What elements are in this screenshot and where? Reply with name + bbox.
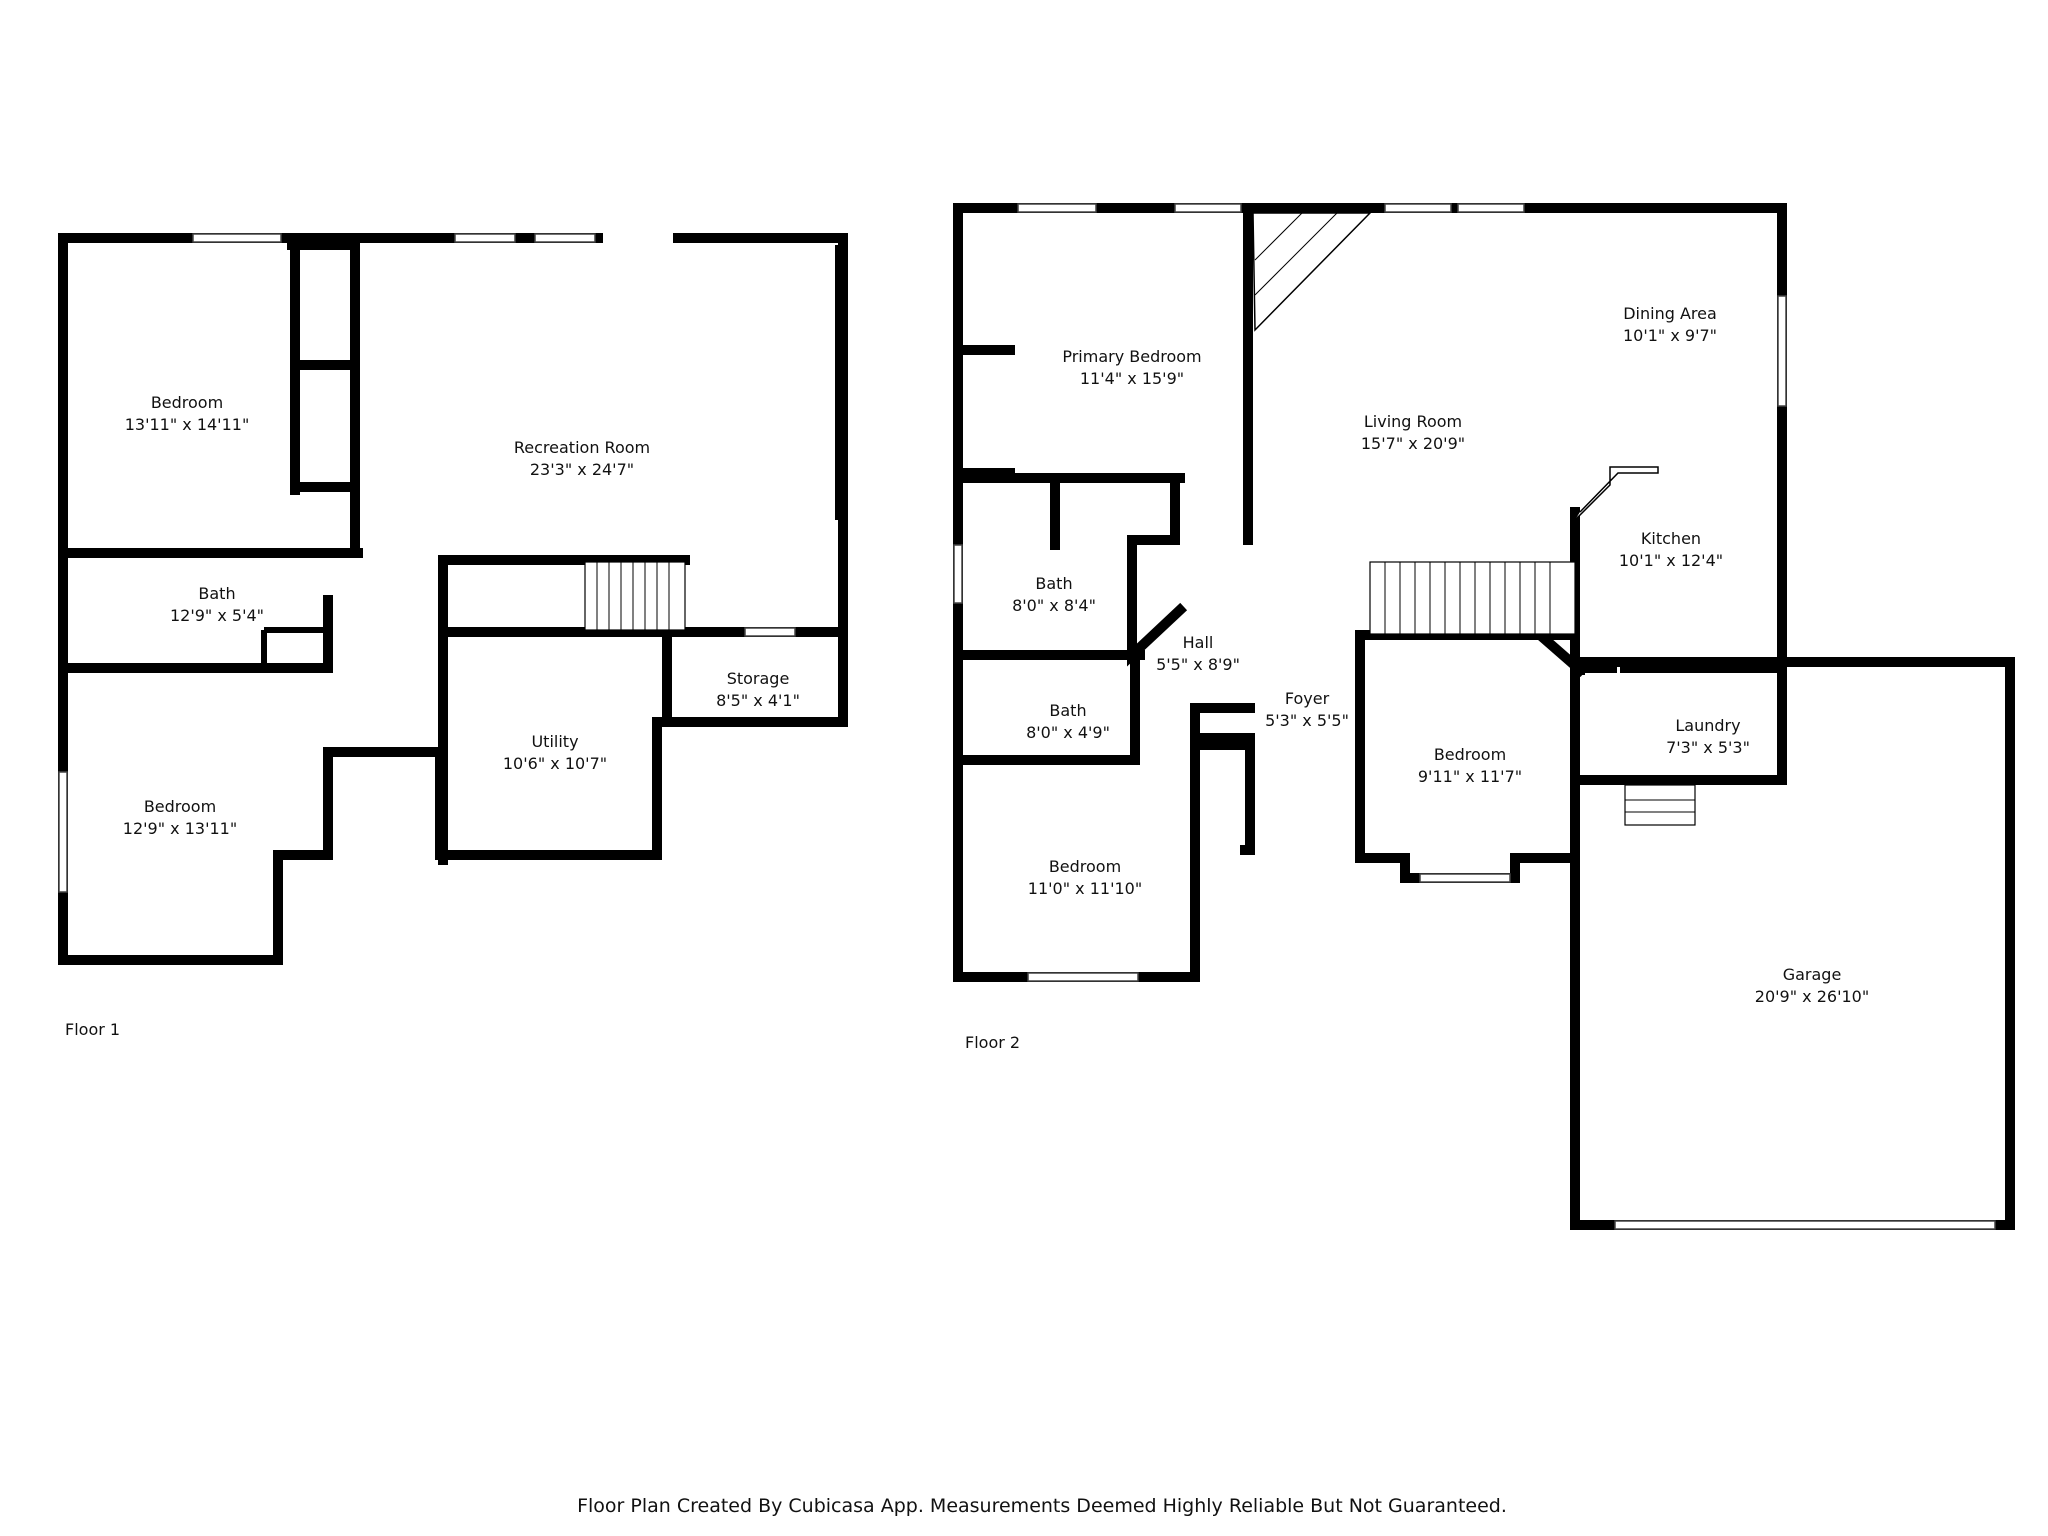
floor-2-wall xyxy=(1135,473,1180,545)
room-name: Bath xyxy=(1035,574,1072,593)
room-dimensions: 8'5" x 4'1" xyxy=(716,691,800,710)
garage-door xyxy=(1614,1220,1996,1230)
footer-note: Floor Plan Created By Cubicasa App. Meas… xyxy=(577,1495,1507,1517)
room-dimensions: 13'11" x 14'11" xyxy=(125,415,250,434)
room-name: Primary Bedroom xyxy=(1062,347,1201,366)
room-dimensions: 20'9" x 26'10" xyxy=(1755,987,1869,1006)
room-dimensions: 11'4" x 15'9" xyxy=(1080,369,1184,388)
window xyxy=(58,771,68,893)
room-name: Bedroom xyxy=(144,797,216,816)
floor-1-stairs xyxy=(584,561,686,631)
room-dimensions: 12'9" x 13'11" xyxy=(123,819,237,838)
room-dimensions: 9'11" x 11'7" xyxy=(1418,767,1522,786)
floor-label: Floor 1 xyxy=(65,1020,120,1039)
window xyxy=(1777,295,1787,407)
floor-label: Floor 2 xyxy=(965,1033,1020,1052)
window xyxy=(1457,203,1525,213)
room-name: Living Room xyxy=(1364,412,1462,431)
floor-2-wall xyxy=(1532,627,1588,678)
floor-1-plan: Bedroom 13'11" x 14'11" Recreation Room … xyxy=(58,233,848,1039)
floor-2-plan: Primary Bedroom 11'4" x 15'9" Living Roo… xyxy=(953,203,2015,1230)
room-name: Foyer xyxy=(1285,689,1330,708)
floor-2-wall xyxy=(1127,535,1188,667)
room-dimensions: 7'3" x 5'3" xyxy=(1666,738,1750,757)
room-name: Bedroom xyxy=(151,393,223,412)
room-name: Kitchen xyxy=(1641,529,1701,548)
window xyxy=(1384,203,1452,213)
window xyxy=(953,544,963,604)
fireplace xyxy=(1252,212,1372,332)
floor-2-wall xyxy=(1575,663,1617,675)
window xyxy=(744,627,796,637)
room-dimensions: 5'5" x 8'9" xyxy=(1156,655,1240,674)
room-name: Bedroom xyxy=(1434,745,1506,764)
room-dimensions: 8'0" x 4'9" xyxy=(1026,723,1110,742)
room-dimensions: 8'0" x 8'4" xyxy=(1012,596,1096,615)
floor-2-stairs xyxy=(1369,561,1696,826)
floor-2-outer-wall xyxy=(1570,657,2015,1230)
room-name: Bedroom xyxy=(1049,857,1121,876)
room-dimensions: 11'0" x 11'10" xyxy=(1028,879,1142,898)
floor-2-outer-wall xyxy=(1570,657,1787,785)
room-name: Bath xyxy=(198,584,235,603)
floor-1-outer-wall xyxy=(58,233,848,965)
window xyxy=(454,233,516,243)
room-dimensions: 23'3" x 24'7" xyxy=(530,460,634,479)
room-name: Utility xyxy=(531,732,578,751)
floor-1-wall xyxy=(261,627,331,671)
room-name: Hall xyxy=(1183,633,1214,652)
room-dimensions: 10'1" x 12'4" xyxy=(1619,551,1723,570)
window xyxy=(1017,203,1097,213)
room-dimensions: 12'9" x 5'4" xyxy=(170,606,264,625)
room-name: Storage xyxy=(727,669,790,688)
room-name: Laundry xyxy=(1675,716,1740,735)
room-name: Recreation Room xyxy=(514,438,650,457)
window xyxy=(192,233,282,243)
room-dimensions: 10'6" x 10'7" xyxy=(503,754,607,773)
window xyxy=(1027,972,1139,982)
kitchen-counter xyxy=(1574,466,1659,521)
room-dimensions: 10'1" x 9'7" xyxy=(1623,326,1717,345)
room-name: Dining Area xyxy=(1623,304,1717,323)
window xyxy=(1419,873,1511,883)
room-dimensions: 5'3" x 5'5" xyxy=(1265,711,1349,730)
room-name: Bath xyxy=(1049,701,1086,720)
room-name: Garage xyxy=(1783,965,1842,984)
floor-2-outer-wall xyxy=(1603,203,1787,667)
window xyxy=(1174,203,1242,213)
window xyxy=(534,233,596,243)
room-dimensions: 15'7" x 20'9" xyxy=(1361,434,1465,453)
